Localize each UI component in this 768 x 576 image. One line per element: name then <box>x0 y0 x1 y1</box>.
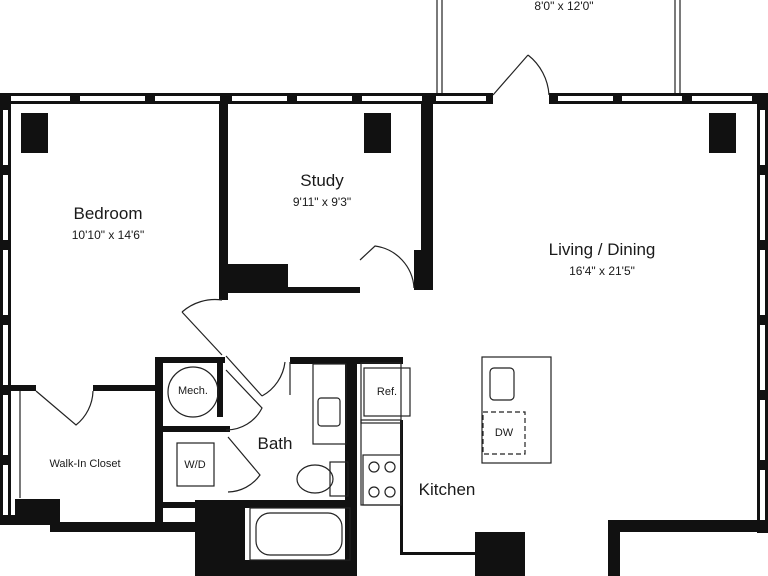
ref-label: Ref. <box>376 386 398 398</box>
bath-label: Bath <box>257 434 293 453</box>
kitchen-label: Kitchen <box>418 480 476 499</box>
walls <box>0 93 768 576</box>
dw-label: DW <box>494 427 514 439</box>
wd-label: W/D <box>184 459 206 471</box>
linework <box>19 0 681 561</box>
bedroom-label: Bedroom <box>73 204 143 223</box>
bedroom-dimensions: 10'10" x 14'6" <box>71 228 145 242</box>
mech-label: Mech. <box>178 385 208 397</box>
living-dining-dimensions: 16'4" x 21'5" <box>569 264 635 278</box>
living-dining-label: Living / Dining <box>548 240 656 259</box>
study-dimensions: 9'11" x 9'3" <box>292 195 352 209</box>
study-label: Study <box>300 171 344 190</box>
walk-in-closet-label: Walk-In Closet <box>49 458 121 470</box>
balcony-dimensions: 8'0" x 12'0" <box>534 0 594 13</box>
